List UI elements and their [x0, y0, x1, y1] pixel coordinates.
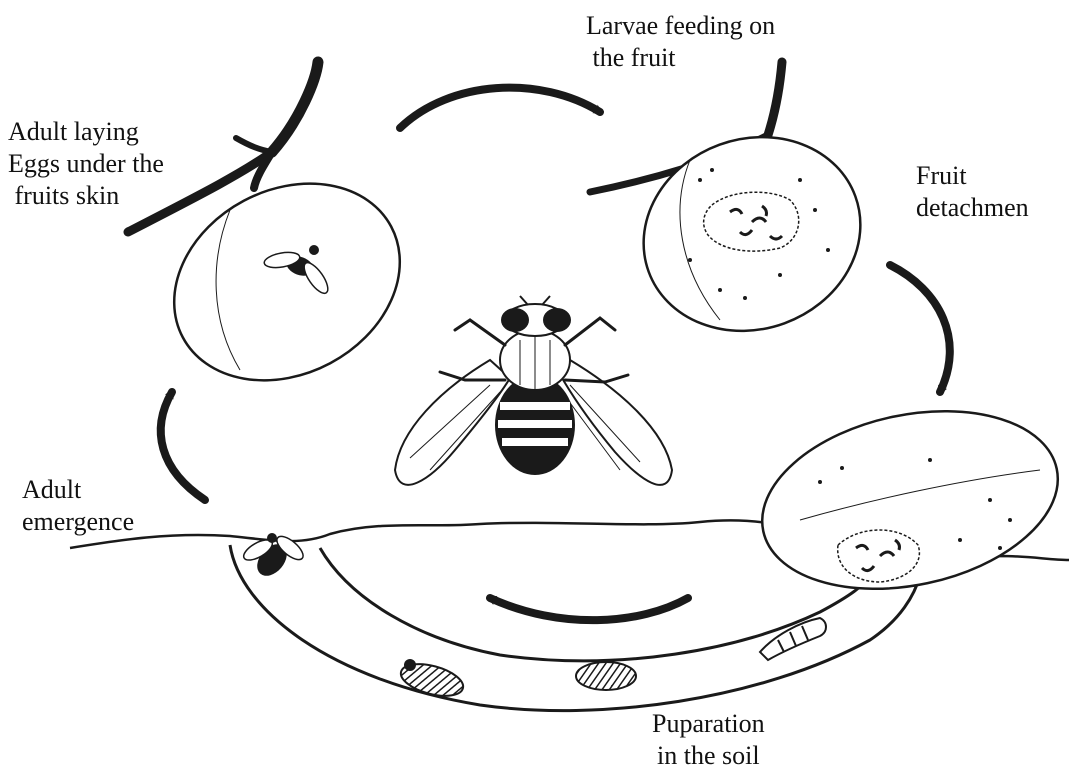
- label-adult-emergence: Adult emergence: [22, 474, 134, 538]
- label-adult-laying-line-3: fruits skin: [8, 180, 164, 212]
- arrow-larvae-to-detachment: [890, 265, 950, 392]
- fruit-with-larvae: [590, 62, 888, 361]
- label-pupation: Puparation in the soil: [652, 708, 765, 772]
- pupa: [576, 662, 636, 690]
- label-adult-laying-line-2: Eggs under the: [8, 148, 164, 180]
- label-larvae-feeding-line-2: the fruit: [586, 42, 775, 74]
- arrow-laying-to-larvae: [400, 88, 600, 128]
- label-adult-laying-line-1: Adult laying: [8, 116, 164, 148]
- label-pupation-line-2: in the soil: [652, 740, 765, 772]
- arrow-emergence-to-laying: [161, 392, 205, 500]
- label-fruit-detachment: Fruit detachmen: [916, 160, 1029, 224]
- label-pupation-line-1: Puparation: [652, 708, 765, 740]
- label-adult-emergence-line-2: emergence: [22, 506, 134, 538]
- label-fruit-detachment-line-1: Fruit: [916, 160, 1029, 192]
- detached-fruit: [746, 386, 1069, 615]
- arrow-soil-return: [490, 598, 688, 620]
- label-fruit-detachment-line-2: detachmen: [916, 192, 1029, 224]
- label-larvae-feeding: Larvae feeding on the fruit: [586, 10, 775, 74]
- label-adult-laying: Adult laying Eggs under the fruits skin: [8, 116, 164, 212]
- label-larvae-feeding-line-1: Larvae feeding on: [586, 10, 775, 42]
- adult-fly-illustration: [395, 296, 672, 485]
- label-adult-emergence-line-1: Adult: [22, 474, 134, 506]
- fruit-with-laying-adult: [128, 62, 434, 419]
